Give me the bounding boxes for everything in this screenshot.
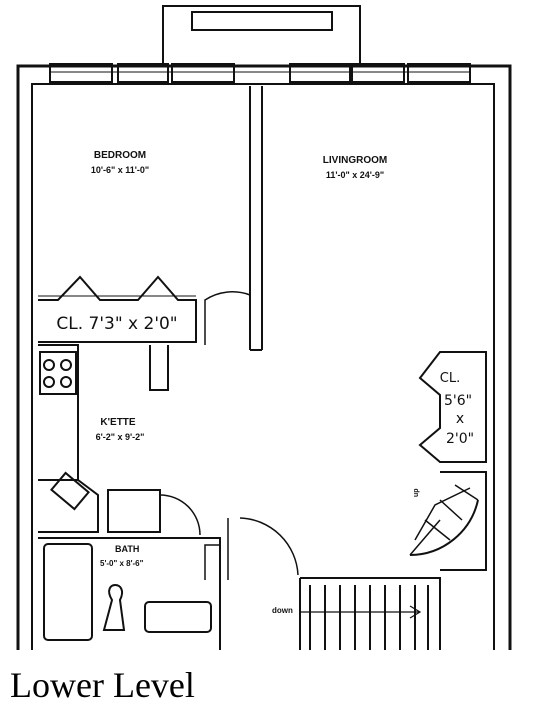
exterior-wall	[16, 64, 512, 650]
kitchenette-column	[149, 345, 169, 391]
bedroom-label: BEDROOM	[94, 150, 146, 161]
entry-door	[227, 517, 299, 580]
sink-counter	[38, 479, 99, 533]
kitchen-door-swing	[159, 494, 201, 536]
toilet	[102, 584, 126, 631]
bath-size: 5'-0" x 8'-6"	[100, 559, 144, 568]
kitchenette-label: K'ETTE	[100, 417, 135, 428]
stove-burner	[43, 359, 55, 371]
livingroom-size: 11'-0" x 24'-9"	[326, 170, 384, 180]
bath-door	[204, 544, 220, 580]
stove-burner	[60, 359, 72, 371]
vanity	[144, 601, 212, 633]
bedroom-closet	[38, 275, 197, 343]
exterior-wall-inner	[31, 83, 495, 650]
stove	[39, 351, 77, 395]
refrigerator	[107, 489, 161, 533]
stove-burner	[43, 376, 55, 388]
stove-burner	[60, 376, 72, 388]
level-caption: Lower Level	[10, 665, 195, 705]
bedroom-door	[204, 291, 251, 345]
spiral-stair	[409, 471, 487, 571]
livingroom-label: LIVINGROOM	[323, 155, 387, 166]
straight-stair	[299, 577, 441, 650]
sink	[50, 471, 90, 511]
living-closet-label-3: x	[456, 411, 464, 427]
bath-label: BATH	[115, 544, 139, 554]
stair-down-label: down	[272, 606, 293, 615]
kitchenette-size: 6'-2" x 9'-2"	[96, 432, 145, 442]
partition-wall	[249, 86, 263, 351]
balcony-planter	[191, 11, 333, 31]
living-closet-label-4: 2'0"	[446, 431, 474, 447]
bedroom-size: 10'-6" x 11'-0"	[91, 165, 149, 175]
bathtub	[43, 543, 93, 641]
stair-up-label: up	[413, 488, 420, 497]
window-row	[49, 63, 471, 83]
living-closet-label-2: 5'6"	[444, 393, 472, 409]
bath-wall	[38, 537, 221, 650]
living-closet	[418, 351, 487, 463]
floor-plan-drawing: BEDROOM 10'-6" x 11'-0" LIVINGROOM 11'-0…	[16, 5, 512, 650]
bedroom-closet-label: CL. 7'3" x 2'0"	[56, 314, 177, 334]
living-closet-label-1: CL.	[440, 371, 460, 386]
